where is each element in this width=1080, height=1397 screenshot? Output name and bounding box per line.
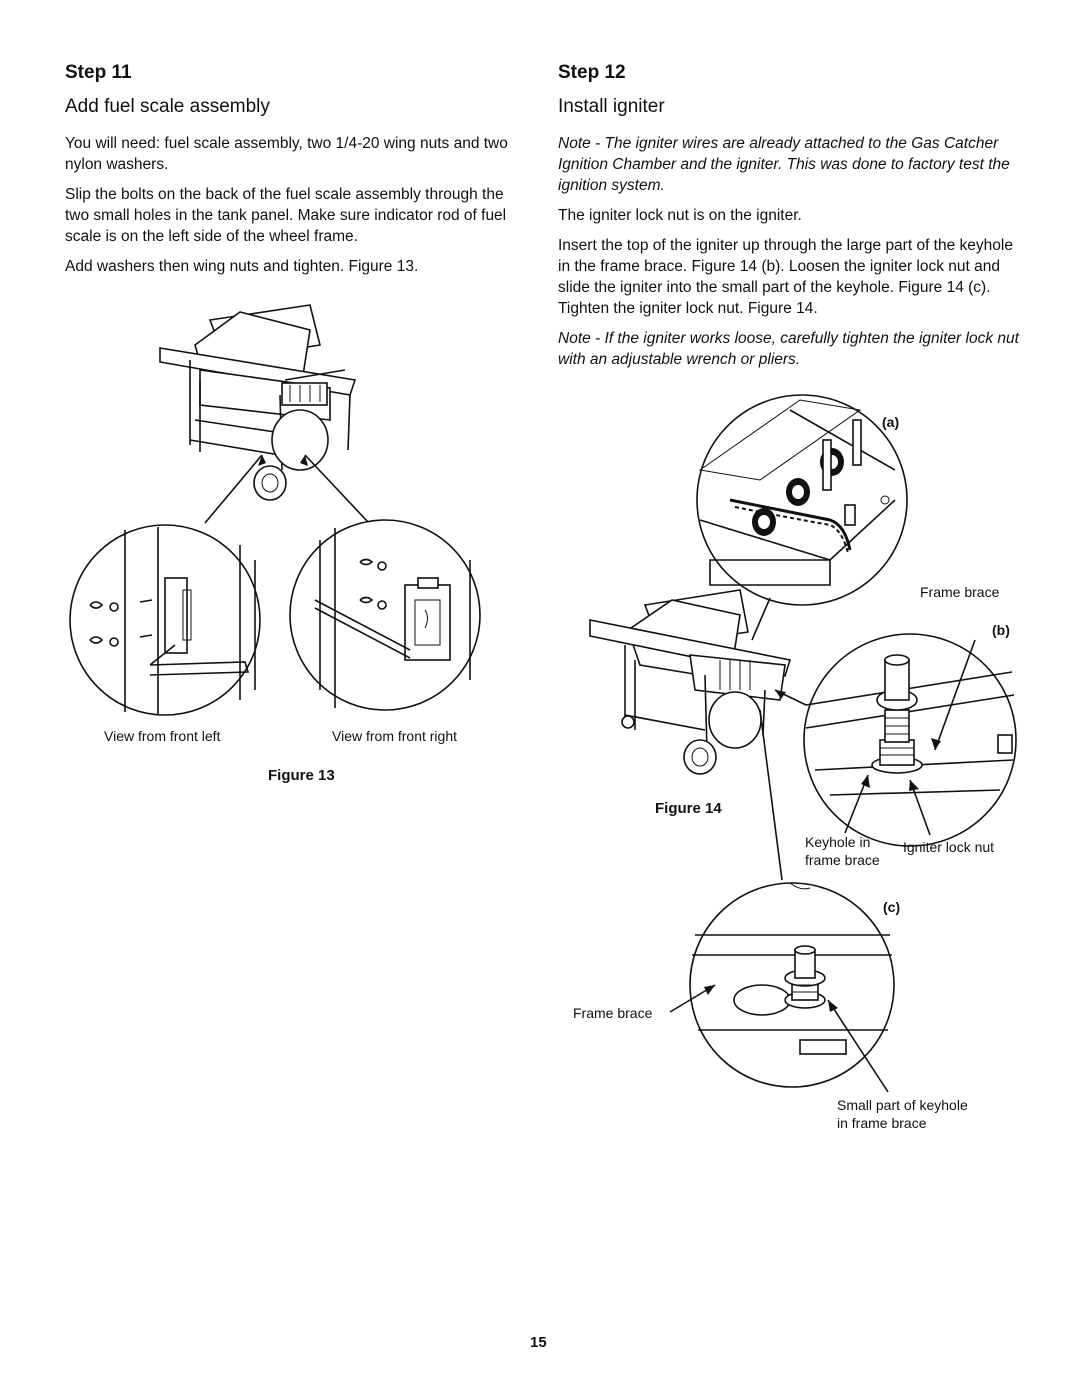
detail-circle-front-left <box>69 524 261 716</box>
view-front-right-label: View from front right <box>332 728 458 744</box>
detail-label-c: (c) <box>883 899 901 915</box>
step-12-instructions: Note - The igniter wires are already att… <box>558 133 1020 379</box>
step-12-note: Note - If the igniter works loose, caref… <box>558 330 1019 368</box>
frame-brace-label-c: Frame brace <box>573 1005 653 1021</box>
step-11-instructions: You will need: fuel scale assembly, two … <box>65 133 525 286</box>
detail-label-a: (a) <box>882 414 900 430</box>
step-11-subheading: Add fuel scale assembly <box>65 96 270 117</box>
step-12-note: Note - The igniter wires are already att… <box>558 135 1010 194</box>
step-11-paragraph: Add washers then wing nuts and tighten. … <box>65 258 419 275</box>
step-12-heading: Step 12 <box>558 62 626 83</box>
step-12-paragraph: Insert the top of the igniter up through… <box>558 237 1013 317</box>
detail-circle-a <box>696 394 908 606</box>
step-11-paragraph: Slip the bolts on the back of the fuel s… <box>65 186 507 245</box>
step-11-paragraph: You will need: fuel scale assembly, two … <box>65 135 508 173</box>
small-part-keyhole-label: Small part of keyhole in frame brace <box>837 1097 968 1131</box>
view-front-left-label: View from front left <box>104 728 221 744</box>
figure-13-caption: Figure 13 <box>268 767 335 784</box>
frame-brace-label-b: Frame brace <box>920 584 1000 600</box>
grill-drawing-fig14 <box>589 589 792 775</box>
page-number: 15 <box>530 1334 547 1351</box>
detail-circle-b <box>803 633 1017 847</box>
step-12-paragraph: The igniter lock nut is on the igniter. <box>558 207 802 224</box>
detail-circle-front-right <box>289 519 481 711</box>
figure-14-caption: Figure 14 <box>655 800 722 817</box>
keyhole-label: Keyhole in frame brace <box>805 834 880 868</box>
detail-circle-c <box>689 882 895 1088</box>
detail-label-b: (b) <box>992 622 1010 638</box>
step-12-subheading: Install igniter <box>558 96 665 117</box>
grill-drawing-fig13 <box>159 304 357 501</box>
step-11-heading: Step 11 <box>65 62 132 83</box>
igniter-lock-nut-label: Igniter lock nut <box>903 839 995 855</box>
